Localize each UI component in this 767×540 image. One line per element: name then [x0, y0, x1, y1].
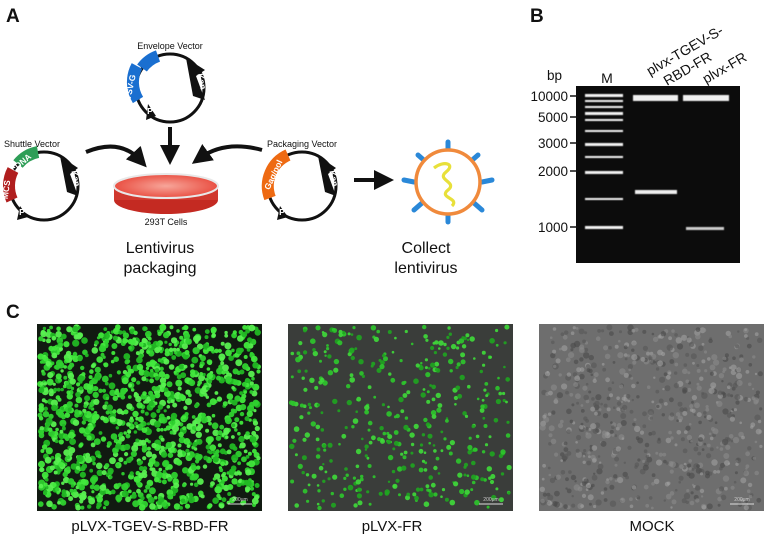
collect-line2: lentivirus [394, 260, 457, 277]
shuttle-p-label: P [19, 207, 25, 217]
vsvg-segment [142, 56, 158, 68]
marker-5000: 5000 [538, 110, 568, 125]
packaging-p-label: P [279, 207, 285, 217]
lane-label-m: M [601, 70, 613, 86]
band-lane2-top [633, 95, 678, 101]
image-fr [288, 324, 513, 511]
marker-2000: 2000 [538, 164, 568, 179]
band-lane3-low [686, 227, 724, 230]
lentivirus-line1: Lentivirus [126, 240, 194, 257]
marker-1000: 1000 [538, 220, 568, 235]
culture-dish: 293T Cells [114, 174, 218, 227]
scalebar-2: 200μm [483, 497, 498, 503]
caption-3: MOCK [630, 518, 675, 535]
lentivirus-line2: packaging [124, 260, 197, 277]
arrow-curved-left [86, 147, 140, 160]
panel-label-b: B [530, 6, 544, 27]
panel-label-c: C [6, 302, 20, 323]
scalebar-1: 200μm [232, 497, 247, 503]
shuttle-vector: Shuttle Vector cDNA MCS Kan P [0, 139, 82, 220]
panel-label-a: A [6, 6, 20, 27]
virus-particle-icon [404, 142, 492, 222]
packaging-vector: Packaging Vector Gag/pol Kan P [262, 139, 340, 220]
envelope-vector: Envelope Vector VSV-G Kan P [122, 41, 208, 122]
arrow-curved-right [200, 146, 262, 158]
packaging-vector-title: Packaging Vector [267, 139, 337, 149]
marker-3000: 3000 [538, 136, 568, 151]
scalebar-3: 200μm [734, 497, 749, 503]
caption-1: pLVX-TGEV-S-RBD-FR [71, 518, 228, 535]
bp-label: bp [547, 68, 562, 83]
collect-line1: Collect [402, 240, 451, 257]
promoter-label: P [147, 106, 153, 116]
envelope-vector-title: Envelope Vector [137, 41, 203, 51]
cells-label: 293T Cells [145, 217, 188, 227]
band-lane2-insert [635, 190, 677, 194]
caption-2: pLVX-FR [362, 518, 423, 535]
marker-10000: 10000 [530, 89, 568, 104]
band-lane3-top [683, 95, 729, 101]
